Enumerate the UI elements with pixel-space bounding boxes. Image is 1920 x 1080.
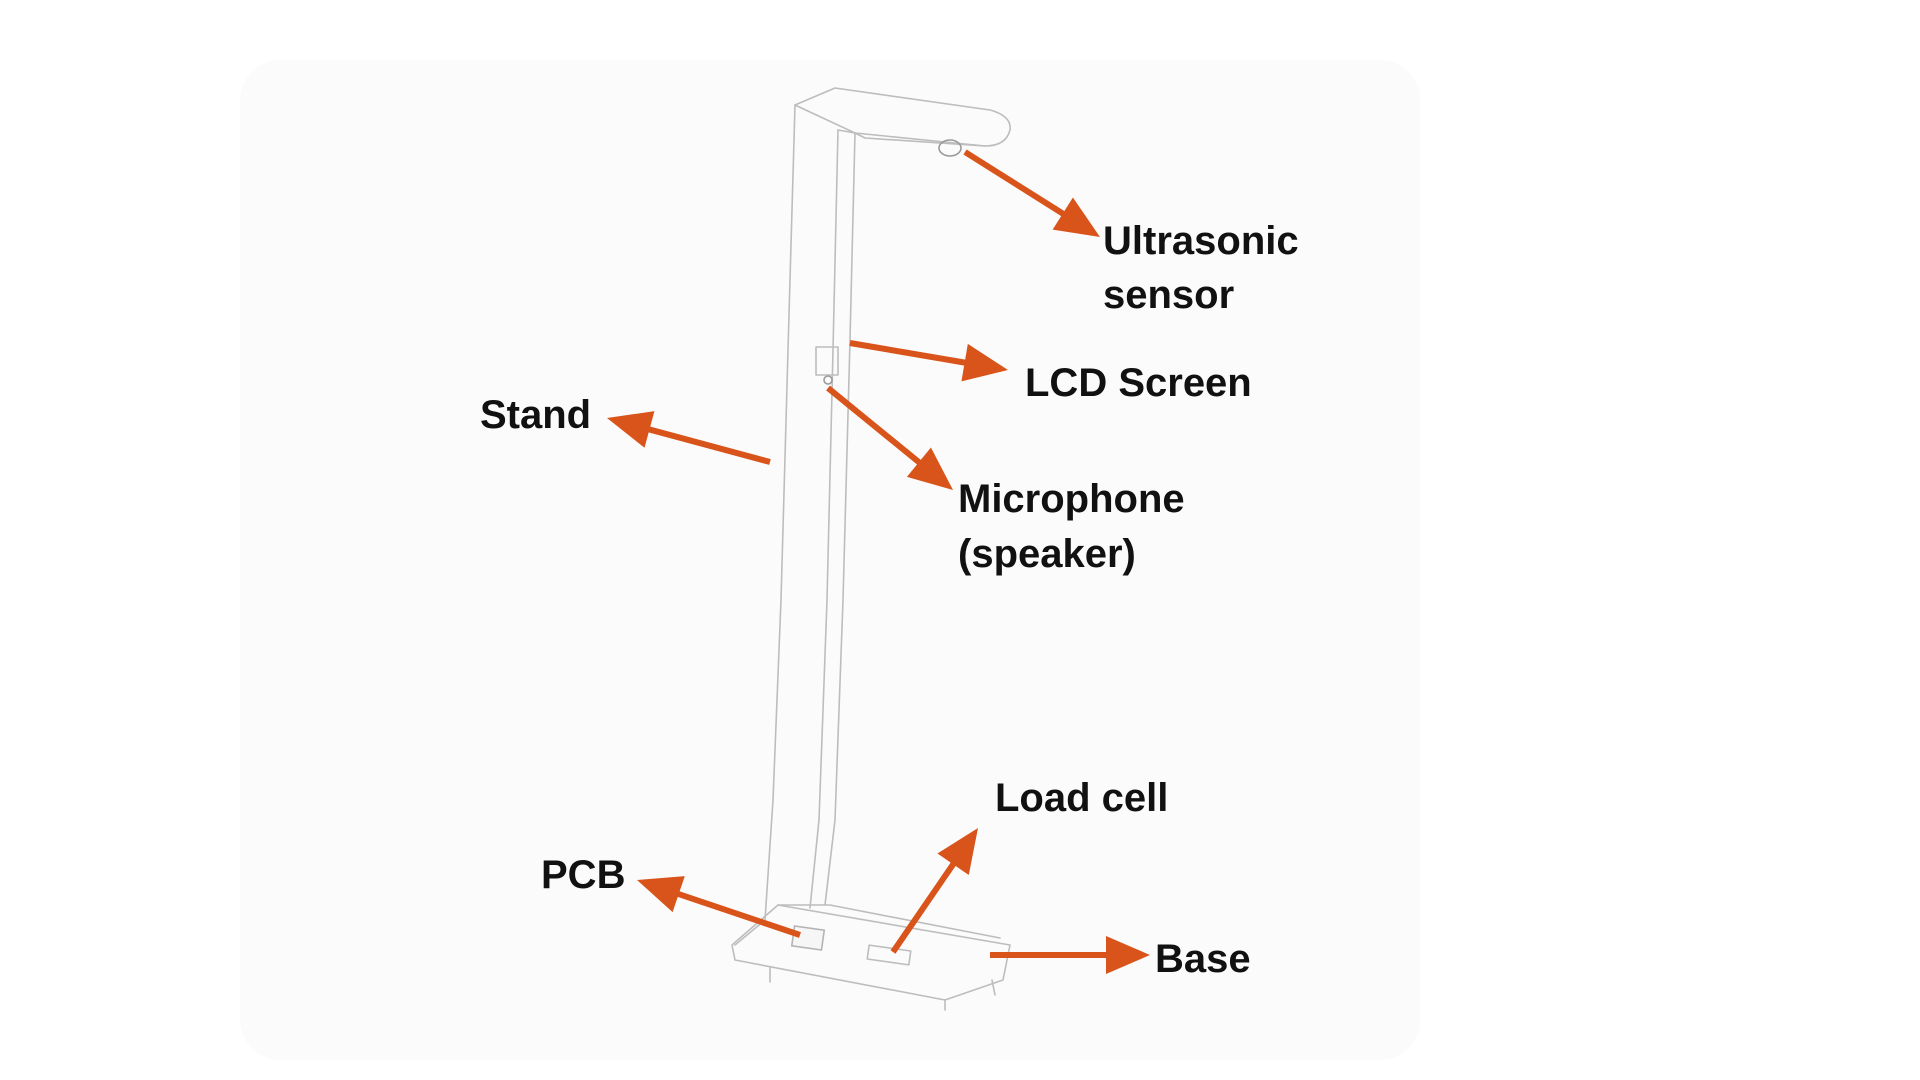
stand-side-edge xyxy=(809,129,839,909)
top-arm-outline xyxy=(794,87,1011,147)
top-arm-underside xyxy=(837,129,986,147)
label-load-cell: Load cell xyxy=(995,776,1168,820)
arrow-base-head xyxy=(1106,936,1150,974)
arrow-load-cell xyxy=(890,828,978,954)
arrow-ultrasonic-sensor-shaft xyxy=(963,149,1068,219)
arrow-stand xyxy=(607,411,771,465)
arrow-pcb-shaft xyxy=(673,889,801,938)
label-lcd-screen: LCD Screen xyxy=(1025,361,1252,405)
label-microphone-line-2: (speaker) xyxy=(958,532,1136,576)
label-base: Base xyxy=(1155,937,1251,981)
arrow-lcd-screen-shaft xyxy=(849,340,970,367)
label-ultrasonic-line-1: Ultrasonic xyxy=(1103,219,1299,263)
arrow-lcd-screen-head xyxy=(961,343,1008,382)
load-cell-shape xyxy=(866,944,912,966)
arrow-microphone-shaft xyxy=(826,385,924,468)
arrow-pcb-head xyxy=(637,876,685,913)
microphone-shape xyxy=(823,375,833,385)
arrow-stand-head xyxy=(607,411,655,448)
paper-background xyxy=(240,60,1420,1060)
arrow-load-cell-shaft xyxy=(890,859,958,954)
label-ultrasonic-line-2: sensor xyxy=(1103,273,1234,317)
label-pcb: PCB xyxy=(541,853,625,897)
label-microphone: Microphone (speaker) xyxy=(958,477,1196,576)
lcd-screen-shape xyxy=(815,346,839,376)
label-stand: Stand xyxy=(480,393,591,437)
label-microphone-line-1: Microphone xyxy=(958,477,1185,521)
base-feet xyxy=(769,967,996,1011)
ultrasonic-sensor-shape xyxy=(938,139,962,157)
arrow-base xyxy=(990,936,1150,974)
arrow-ultrasonic-sensor-head xyxy=(1052,197,1100,237)
device-sketch xyxy=(731,87,1011,1011)
arrow-load-cell-head xyxy=(937,828,978,876)
label-ultrasonic-sensor: Ultrasonic sensor xyxy=(1103,219,1310,317)
base-top-face xyxy=(777,904,1001,939)
arrow-lcd-screen xyxy=(849,340,1008,382)
arrow-pcb xyxy=(637,876,801,938)
arrow-stand-shaft xyxy=(644,425,771,465)
pcb-shape xyxy=(790,925,826,951)
arrow-microphone xyxy=(826,385,953,490)
stand-inner-edge xyxy=(824,132,856,906)
callout-arrows xyxy=(607,149,1150,974)
arrow-ultrasonic-sensor xyxy=(963,149,1100,237)
arrow-microphone-head xyxy=(906,447,953,490)
